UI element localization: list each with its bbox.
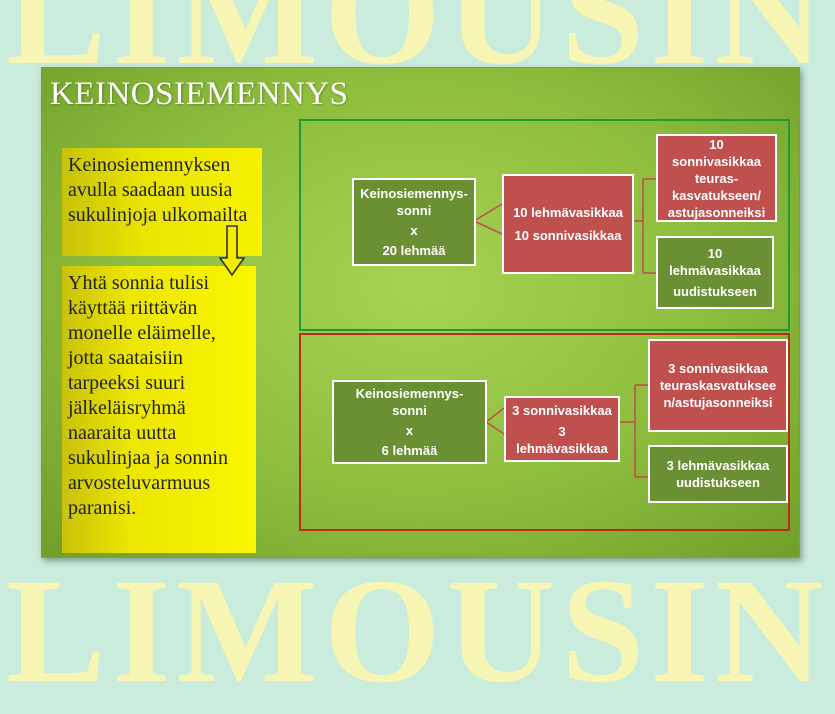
diagram1-middle-line1: 10 lehmävasikkaa [513, 205, 623, 220]
diagram2-root-line3: x [405, 423, 414, 438]
diagram2-leaf-top-line1: 3 sonnivasikkaa [668, 361, 768, 376]
diagram1-root-line3: x [410, 223, 418, 238]
diagram1-leaf-top-line5: astujasonneiksi [667, 204, 766, 220]
diagram2-root-box: Keinosiemennys- sonni x 6 lehmää [332, 380, 487, 464]
diagram2-leaf-top-box: 3 sonnivasikkaa teuraskasvatuksee n/astu… [648, 339, 788, 432]
diagram-frame-green [299, 119, 790, 331]
diagram2-middle-line2: 3 [558, 423, 566, 439]
diagram2-middle-line3: lehmävasikkaa [516, 440, 608, 456]
diagram-connectors [473, 178, 656, 478]
diagram2-root-line4: 6 lehmää [381, 443, 438, 458]
diagram2-leaf-bottom-line1: 3 lehmävasikkaa [666, 458, 770, 473]
diagram1-middle-line2: 10 sonnivasikkaa [514, 228, 622, 243]
diagram1-middle-box: 10 lehmävasikkaa 10 sonnivasikkaa [502, 174, 634, 274]
diagram1-leaf-top-line1: 10 [709, 136, 724, 152]
diagram2-root-line1: Keinosiemennys- [355, 386, 464, 401]
diagram1-leaf-bottom-line2: lehmävasikkaa [669, 263, 761, 278]
diagram1-leaf-bottom-line3: uudistukseen [673, 284, 757, 299]
diagram1-root-line1: Keinosiemennys- [360, 186, 468, 201]
diagram1-leaf-top-line4: kasvatukseen/ [672, 187, 761, 203]
diagram1-leaf-bottom-line1: 10 [707, 246, 723, 261]
diagram1-root-box: Keinosiemennys- sonni x 20 lehmää [352, 178, 476, 266]
connector-2a [485, 407, 505, 423]
diagram1-root-line2: sonni [396, 203, 432, 218]
diagram2-leaf-top-line3: n/astujasonneiksi [663, 395, 773, 410]
diagram1-leaf-bottom-box: 10 lehmävasikkaa uudistukseen [656, 236, 774, 309]
diagram2-leaf-bottom-line2: uudistukseen [676, 475, 760, 490]
note-box-2: Yhtä sonnia tulisi käyttää riittävän mon… [62, 266, 256, 553]
connector-1a [473, 203, 503, 222]
diagram1-leaf-top-box: 10 sonnivasikkaa teuras- kasvatukseen/ a… [656, 134, 777, 222]
down-arrow-icon [219, 225, 245, 277]
connector-1b [473, 220, 503, 235]
diagram1-leaf-top-line2: sonnivasikkaa [672, 153, 761, 169]
slide-title: KEINOSIEMENNYS [50, 76, 349, 112]
watermark-bottom: LIMOUSIN [5, 548, 830, 714]
connector-2b [485, 421, 505, 435]
diagram1-root-line4: 20 lehmää [382, 243, 446, 258]
diagram2-leaf-top-line2: teuraskasvatuksee [659, 378, 777, 393]
diagram1-leaf-top-line3: teuras- [694, 170, 739, 186]
diagram2-middle-line1: 3 sonnivasikkaa [512, 402, 612, 418]
diagram2-root-line2: sonni [392, 403, 427, 418]
diagram2-leaf-bottom-box: 3 lehmävasikkaa uudistukseen [648, 445, 788, 503]
diagram-frame-red [299, 333, 790, 531]
diagram2-middle-box: 3 sonnivasikkaa 3 lehmävasikkaa [504, 396, 620, 462]
slide: KEINOSIEMENNYS Keinosiemennyksen avulla … [41, 67, 800, 558]
